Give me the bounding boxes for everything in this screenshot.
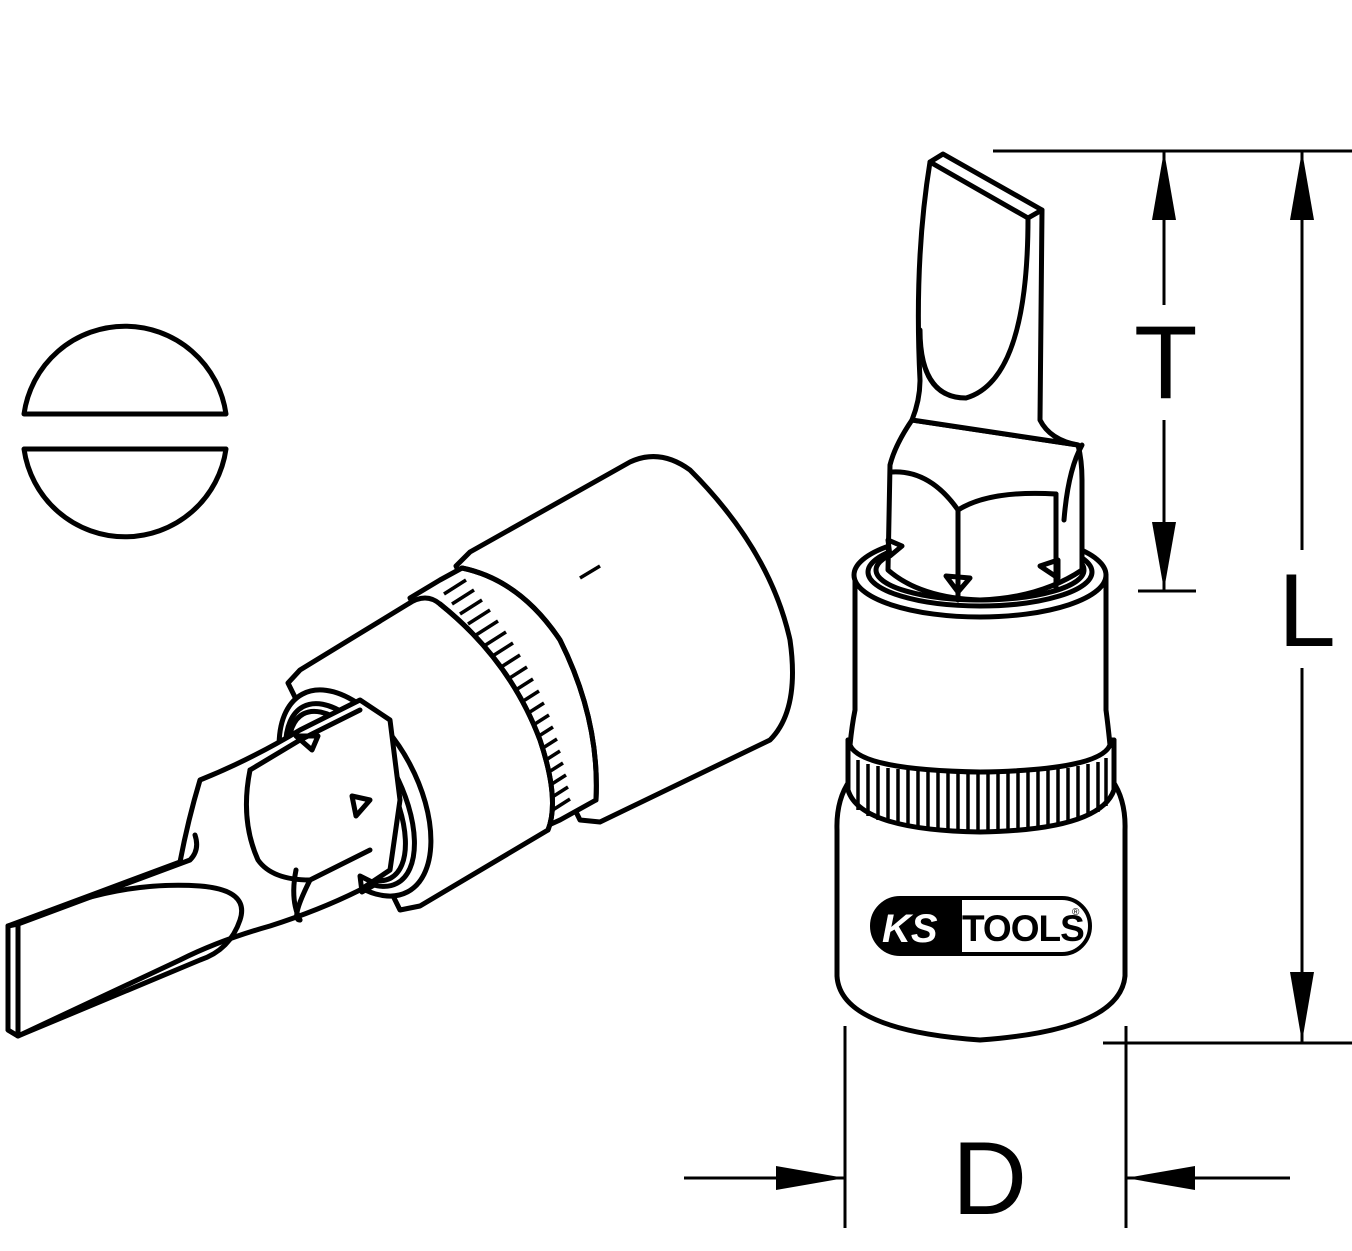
logo-ks-text: KS (882, 907, 938, 951)
dimension-label-t: T (1134, 305, 1198, 421)
brand-logo: KS TOOLS ® (870, 896, 1092, 956)
dimension-lines (684, 149, 1352, 1228)
dimension-label-l: L (1278, 553, 1336, 669)
knurl-lines-upright (856, 758, 1108, 832)
dimension-label-d: D (952, 1121, 1027, 1237)
angled-socket-view (5, 454, 795, 1039)
upright-socket-view: KS TOOLS ® (834, 151, 1128, 1043)
logo-tools-text: TOOLS (962, 908, 1084, 949)
logo-registered-mark: ® (1072, 907, 1080, 918)
slotted-screw-head-symbol (21, 323, 229, 540)
